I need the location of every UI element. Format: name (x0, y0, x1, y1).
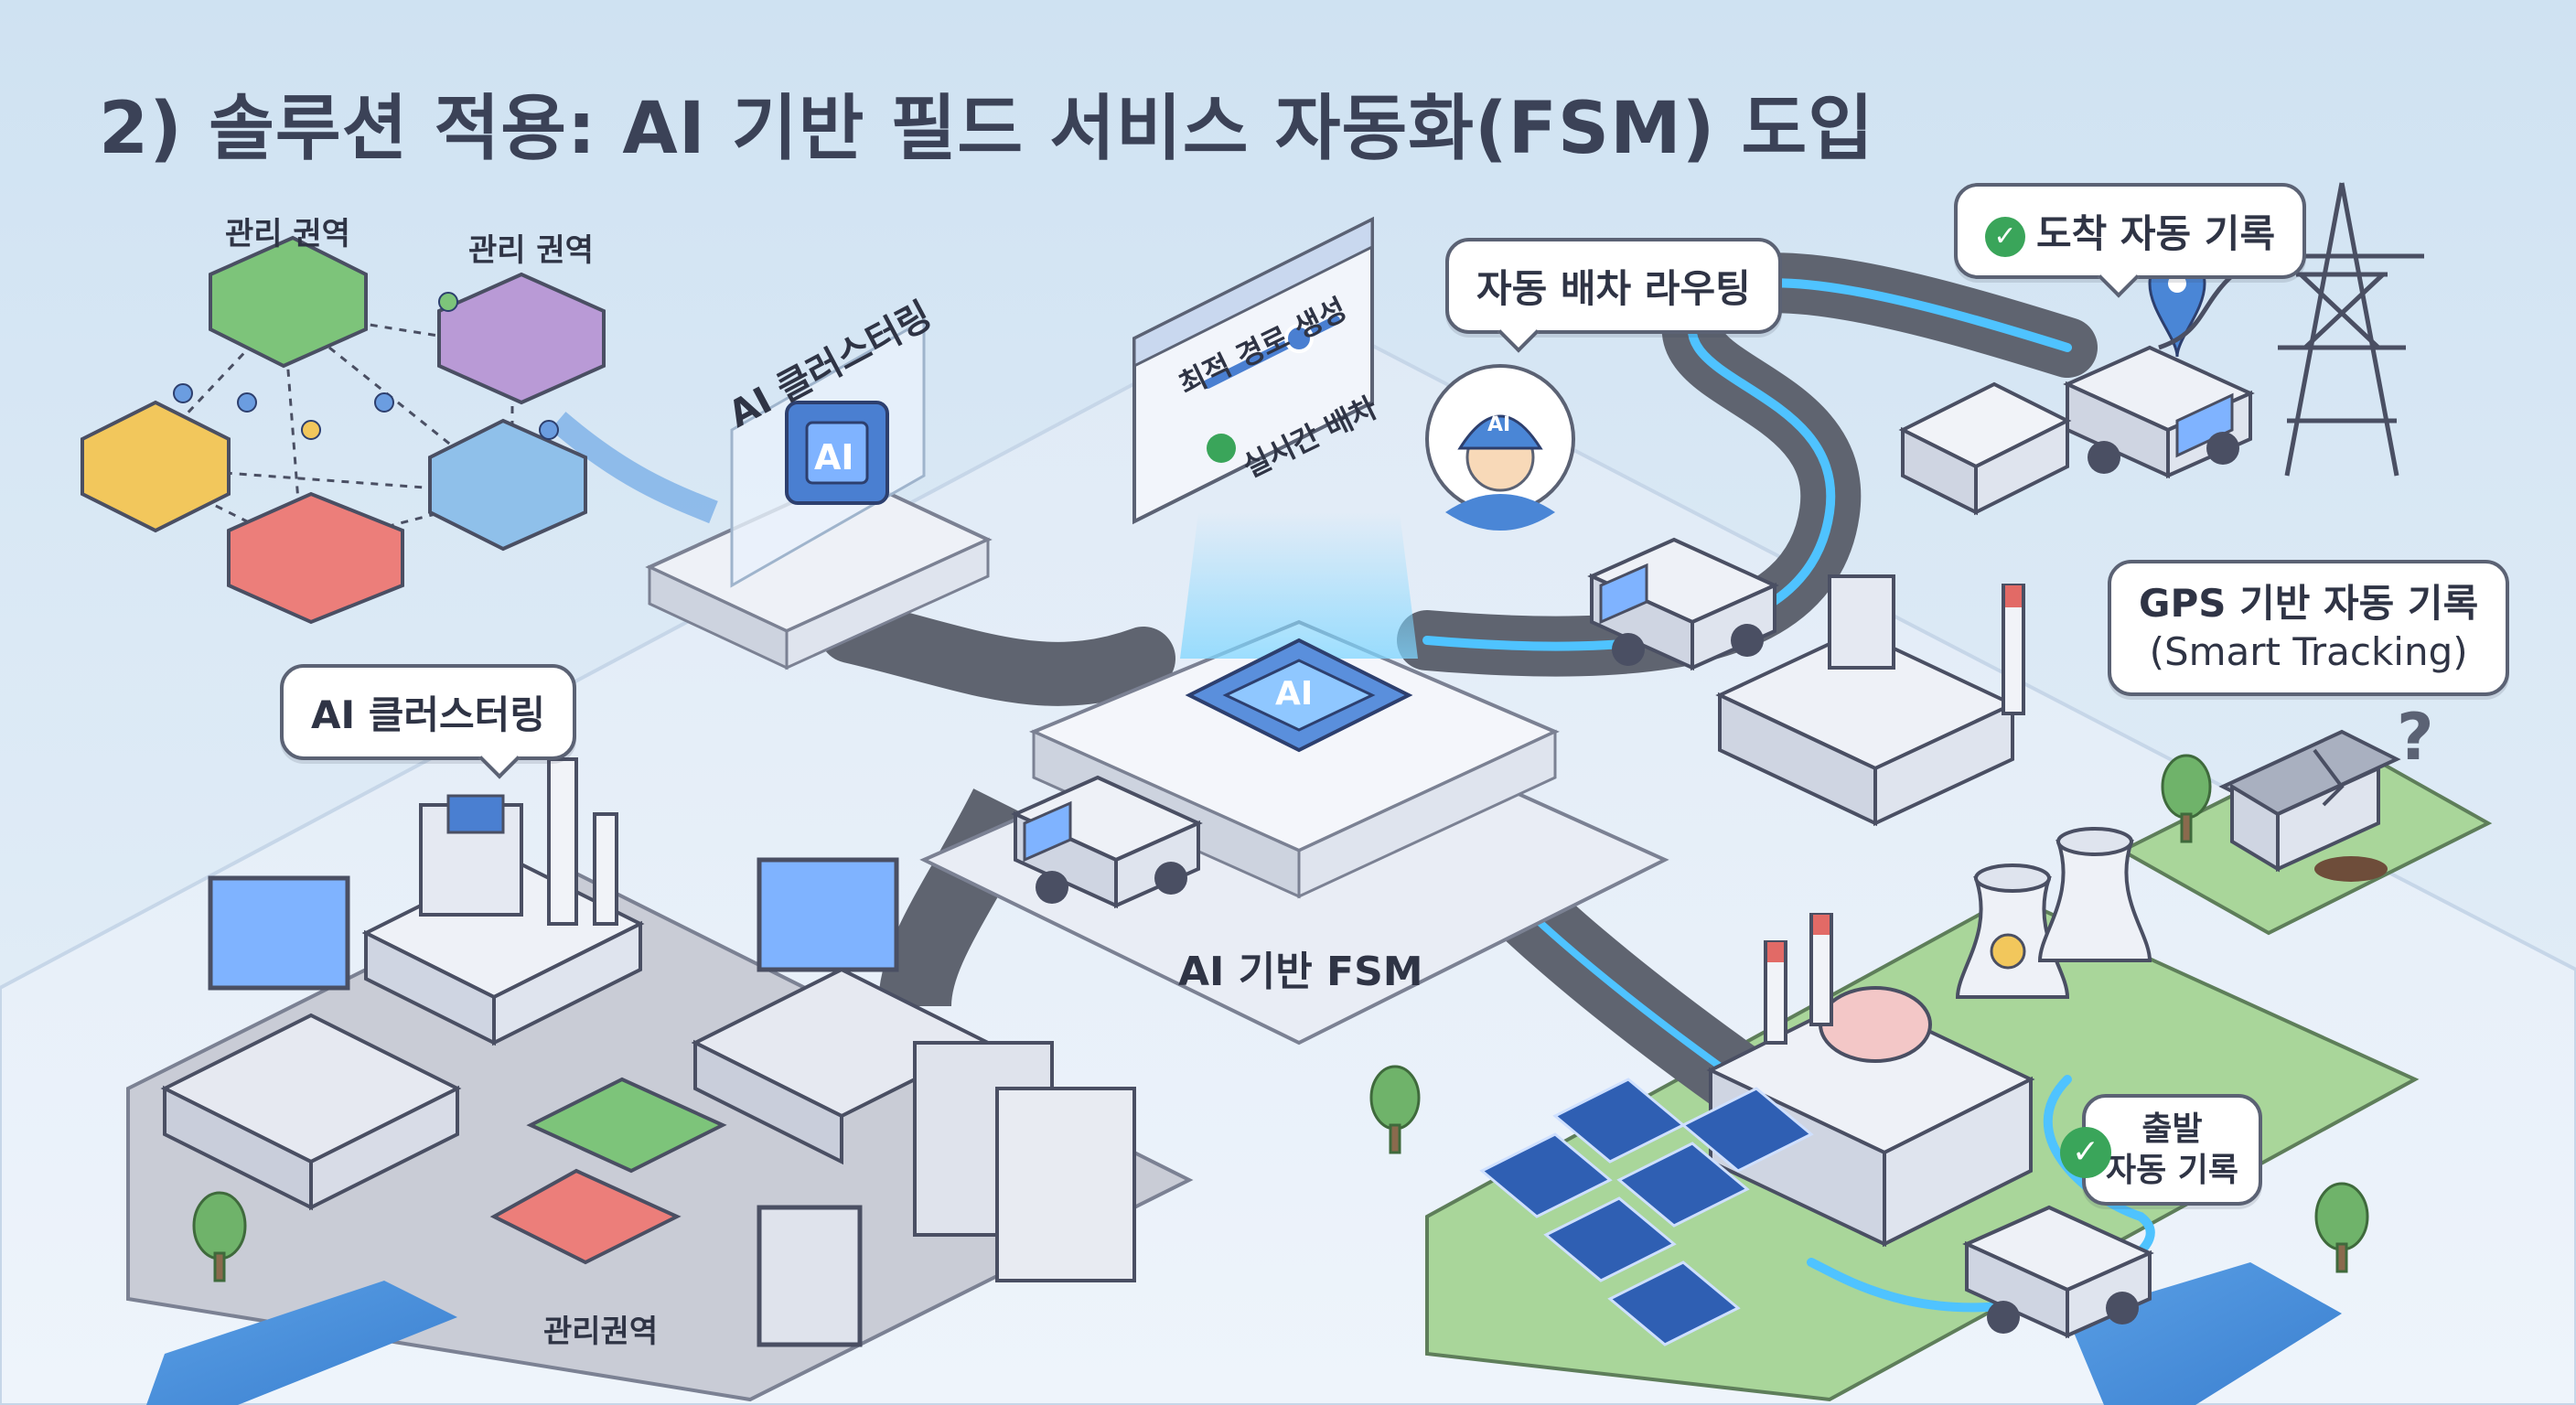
auto-dispatch-bubble: 자동 배차 라우팅 (1445, 238, 1782, 353)
solar-panels (1479, 1078, 1814, 1346)
zone-blue (428, 418, 587, 552)
region-label-2: 관리 권역 (468, 232, 594, 269)
ai-clustering-bubble: AI 클러스터링 (280, 664, 576, 779)
arrival-record-text: 도착 자동 기록 (2036, 211, 2276, 256)
worker-helmet-label: AI (1487, 413, 1511, 436)
departure-record-bubble: 출발 자동 기록 (2082, 1094, 2263, 1206)
progress-knob (1284, 324, 1314, 353)
center-chip-label: AI (1275, 675, 1314, 713)
truck-route (1587, 537, 1779, 671)
road-left (819, 599, 1175, 706)
gps-record-bubble: GPS 기반 자동 기록 (Smart Tracking) (2108, 560, 2510, 696)
region-label-bottom: 관리권역 (543, 1314, 659, 1350)
ai-light-beam (1180, 512, 1418, 659)
radiation-icon (1990, 933, 2026, 970)
check-circle-icon: ✓ (2060, 1127, 2111, 1178)
check-circle-icon: ✓ (1985, 216, 2025, 257)
office-desks (160, 857, 1136, 1347)
fsm-platform-side-right (1297, 729, 1557, 899)
page-title: 2) 솔루션 적용: AI 기반 필드 서비스 자동화(FSM) 도입 (99, 88, 1875, 170)
damaged-house (2218, 729, 2401, 882)
factory-cluster (1715, 574, 2025, 827)
fsm-base-label: AI 기반 FSM (1178, 949, 1423, 995)
monitor-bottom (757, 1205, 863, 1347)
office-factory (361, 757, 645, 1046)
monitor-left (208, 875, 350, 991)
arrival-record-bubble: ✓ 도착 자동 기록 (1954, 183, 2307, 298)
clustering-chip-label: AI (814, 437, 854, 477)
worker-helmet (1457, 414, 1543, 450)
truck-plant (1962, 1205, 2154, 1339)
cooling-towers (1955, 827, 2152, 999)
question-mark-icon: ? (2397, 700, 2434, 775)
gps-record-text: GPS 기반 자동 기록 (2139, 581, 2479, 626)
cluster-arrow (550, 412, 718, 524)
departure-text-line1: 출발 (2141, 1110, 2203, 1148)
zone-red (227, 491, 404, 625)
network-nodes (173, 292, 559, 440)
zone-green (209, 235, 368, 369)
ai-clustering-bubble-text: AI 클러스터링 (311, 692, 545, 737)
auto-dispatch-text: 자동 배차 라우팅 (1476, 266, 1751, 311)
monitor-center (757, 857, 899, 972)
dispatch-check-icon (1207, 434, 1236, 463)
progress-bar (1203, 316, 1340, 389)
river-left (146, 1281, 457, 1405)
trees (192, 754, 2369, 1282)
zone-red-small (489, 1168, 682, 1265)
zone-yellow (80, 400, 231, 533)
truck-center (1011, 775, 1203, 909)
truck-arrival (2063, 345, 2255, 479)
departure-text-line2: 자동 기록 (2106, 1152, 2239, 1189)
zone-purple (437, 272, 606, 405)
zone-green-small (526, 1077, 727, 1174)
file-cabinet-2 (995, 1087, 1136, 1282)
smart-tracking-text: (Smart Tracking) (2149, 628, 2468, 674)
region-label-1: 관리 권역 (225, 216, 350, 252)
